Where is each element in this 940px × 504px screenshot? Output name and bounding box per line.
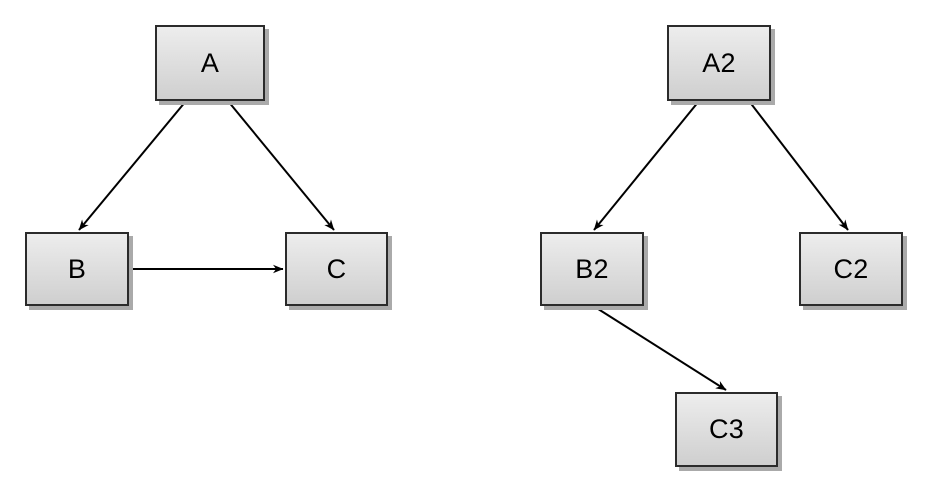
node-b[interactable]: B	[25, 232, 129, 306]
edge-a-c[interactable]	[227, 100, 335, 231]
edge-b2-c3[interactable]	[594, 306, 727, 391]
node-b2[interactable]: B2	[540, 232, 644, 306]
node-a[interactable]: A	[155, 25, 265, 101]
edge-a-b[interactable]	[78, 100, 187, 231]
node-a2[interactable]: A2	[667, 25, 771, 101]
node-c3[interactable]: C3	[675, 392, 778, 467]
node-label-a: A	[200, 47, 220, 78]
edge-a2-b2[interactable]	[593, 100, 700, 231]
node-label-a2: A2	[702, 47, 736, 78]
node-label-b: B	[67, 253, 87, 284]
edges-group	[78, 100, 849, 391]
node-c2[interactable]: C2	[799, 232, 903, 306]
node-c[interactable]: C	[285, 232, 388, 306]
node-label-c2: C2	[833, 253, 869, 284]
node-label-c: C	[326, 253, 347, 284]
node-label-b2: B2	[575, 253, 609, 284]
edge-a2-c2[interactable]	[748, 100, 849, 231]
node-label-c3: C3	[709, 414, 744, 444]
